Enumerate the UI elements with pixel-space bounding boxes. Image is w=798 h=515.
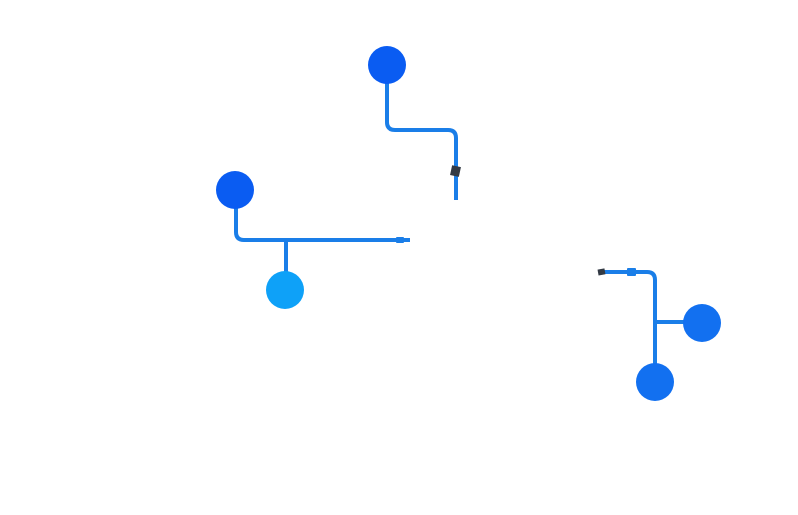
cluster-left (216, 171, 410, 309)
right-side-node (683, 304, 721, 342)
cluster-top (368, 46, 461, 200)
left-upper-node (216, 171, 254, 209)
right-connector (627, 268, 636, 276)
right-bottom-node (636, 363, 674, 401)
left-lower-node (266, 271, 304, 309)
right-main-pipe (604, 270, 657, 368)
top-joint (450, 165, 461, 177)
top-pipe (385, 80, 458, 200)
right-end-cap (597, 268, 606, 276)
left-main-pipe (234, 205, 410, 242)
top-node (368, 46, 406, 84)
left-end-cap (396, 237, 404, 243)
cluster-right (597, 268, 721, 401)
